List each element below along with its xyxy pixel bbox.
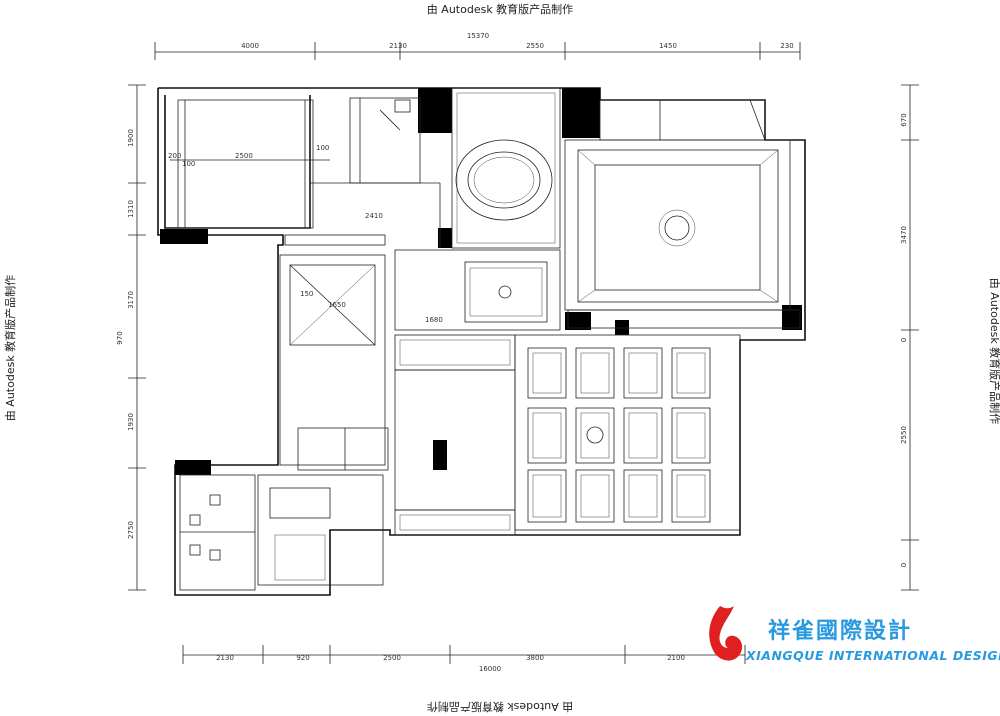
label-200: 200	[168, 152, 181, 160]
dim-bottom-4: 3800	[526, 654, 544, 662]
bottom-dimension-chain: 2130 920 2500 3800 2100 16000	[182, 645, 746, 673]
dim-right-4: 2550	[900, 426, 908, 444]
dim-left-5: 2750	[127, 521, 135, 539]
center-upper-rooms	[310, 87, 561, 249]
dim-top-2: 2130	[389, 42, 407, 50]
top-dimension-chain: 15370 4000 2130 2550 1450 230	[154, 32, 801, 60]
dim-right-3: 0	[900, 338, 908, 342]
dim-top-3: 2550	[526, 42, 544, 50]
label-2500: 2500	[235, 152, 253, 160]
dim-top-4: 1450	[659, 42, 677, 50]
dim-bottom-total: 16000	[479, 665, 501, 673]
right-dimension-chain: 670 3470 0 2550 0	[900, 84, 919, 591]
middle-rooms	[279, 234, 561, 536]
label-1680: 1680	[425, 316, 443, 324]
dim-top-1: 4000	[241, 42, 259, 50]
dim-bottom-1: 2130	[216, 654, 234, 662]
dim-right-5: 0	[900, 563, 908, 567]
dim-left-4: 1930	[127, 413, 135, 431]
watermark-top: 由 Autodesk 教育版产品制作	[426, 3, 574, 16]
dim-left-1: 1900	[127, 129, 135, 147]
flame-logo-icon	[709, 606, 743, 661]
left-dimension-chain: 1900 1310 3170 1930 2750 970	[116, 84, 146, 591]
large-ceiling-room	[564, 99, 801, 329]
dim-bottom-2: 920	[296, 654, 309, 662]
dim-top-total: 15370	[467, 32, 489, 40]
logo-name-chinese: 祥雀國際設計	[768, 619, 913, 644]
company-logo	[709, 606, 743, 661]
dim-right-1: 670	[900, 113, 908, 126]
panel-grid-room	[514, 334, 741, 531]
label-2410: 2410	[365, 212, 383, 220]
dim-top-5: 230	[780, 42, 793, 50]
label-1650: 1650	[328, 301, 346, 309]
logo-name-english: XIANGQUE INTERNATIONAL DESIGN	[746, 648, 1000, 663]
label-100b: 100	[316, 144, 329, 152]
dim-bottom-3: 2500	[383, 654, 401, 662]
dim-bottom-5: 2100	[667, 654, 685, 662]
lower-left-rooms	[179, 427, 389, 591]
dim-right-2: 3470	[900, 226, 908, 244]
plan-annotations: 2500 200 100 100 2410 1650 150 1680	[168, 144, 443, 324]
dim-left-total: 970	[116, 331, 124, 344]
structural-columns	[160, 88, 802, 475]
label-100a: 100	[182, 160, 195, 168]
label-150: 150	[300, 290, 313, 298]
dim-left-2: 1310	[127, 200, 135, 218]
dim-left-3: 3170	[127, 291, 135, 309]
